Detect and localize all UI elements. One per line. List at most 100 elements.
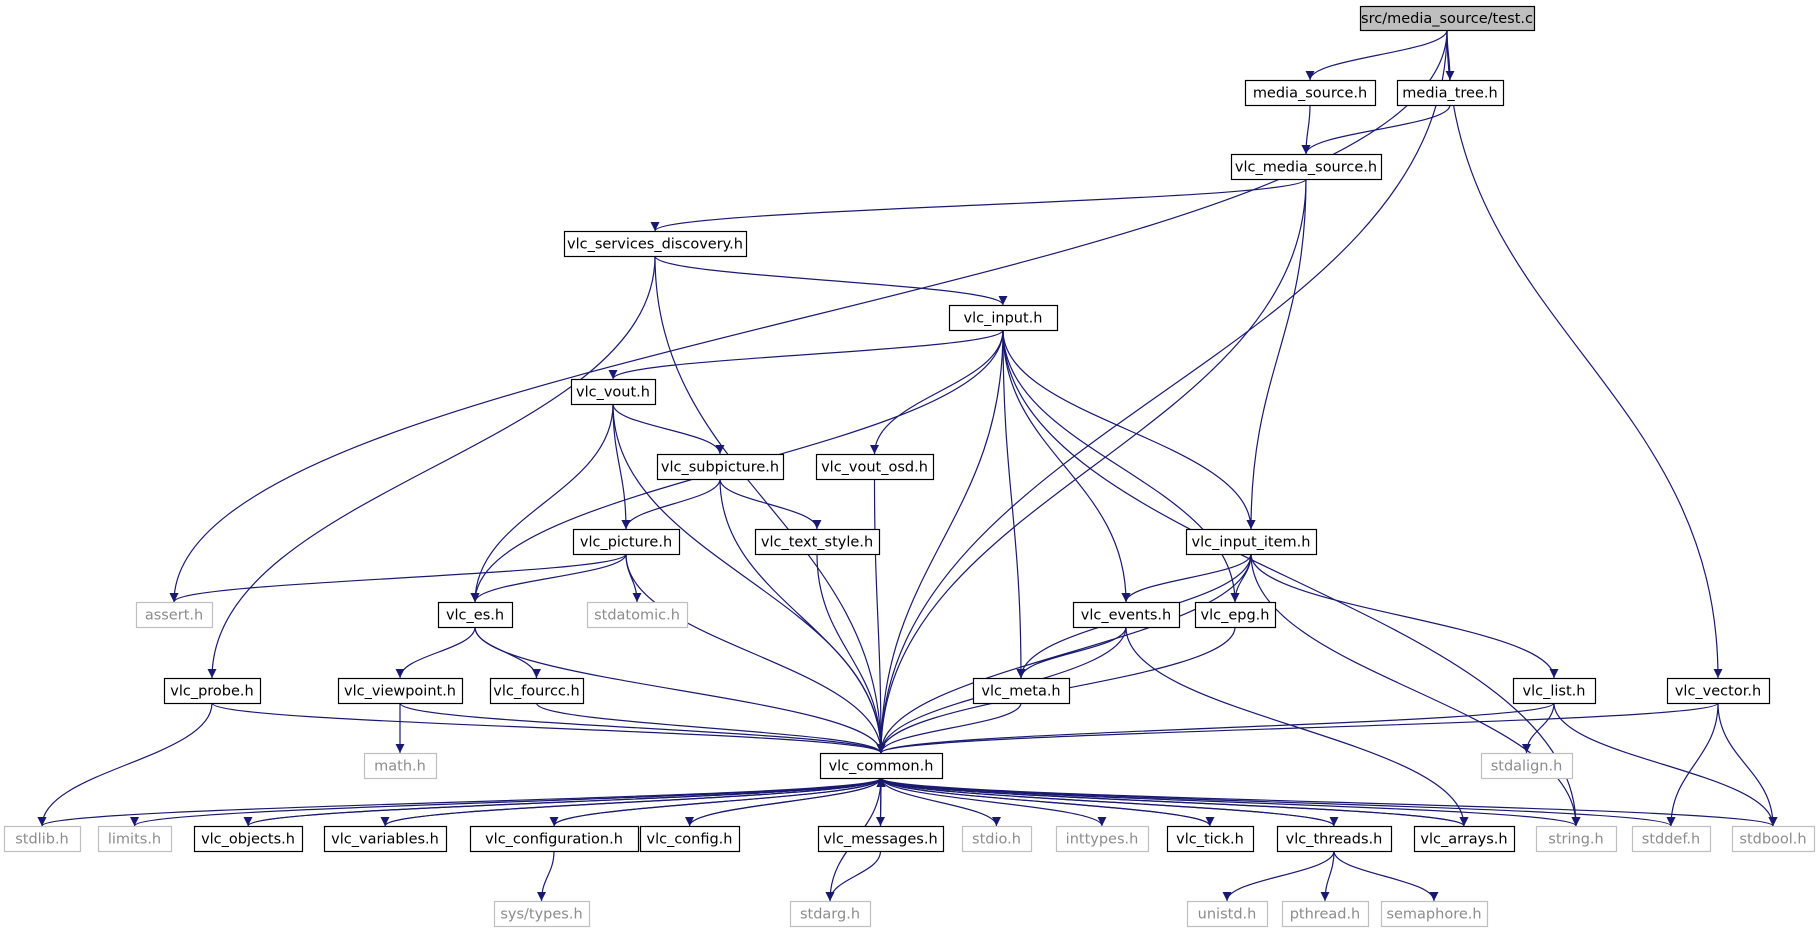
node-label: vlc_text_style.h (761, 535, 873, 551)
node-vlc-media-source-h[interactable]: vlc_media_source.h (1230, 153, 1383, 181)
node-box (437, 601, 514, 629)
node-label: vlc_picture.h (580, 535, 672, 551)
node-box (570, 378, 657, 406)
node-box (493, 900, 591, 928)
edge-vlc_arrays_h-to-vlc_common_h (876, 777, 1465, 827)
edge-vlc_configuration_h-to-vlc_common_h (553, 777, 886, 827)
node-box (363, 752, 438, 780)
edge-vlc_media_source_h-to-vlc_services_discovery_h (650, 178, 1307, 232)
node-label: vlc_vout.h (576, 385, 650, 401)
node-box (489, 677, 585, 705)
edges-layer (37, 29, 1778, 902)
node-vlc-input-h[interactable]: vlc_input.h (948, 304, 1059, 332)
node-label: vlc_subpicture.h (661, 460, 779, 476)
edge-vlc_media_source_h-to-vlc_input_item_h (1246, 178, 1307, 530)
node-label: vlc_es.h (446, 608, 504, 624)
node-label: sys/types.h (500, 907, 582, 923)
edge-vlc_input_h-to-string_h (1002, 329, 1581, 827)
node-label: stdlib.h (15, 832, 69, 848)
node-label: stdio.h (972, 832, 1021, 848)
node-label: pthread.h (1290, 907, 1361, 923)
nodes-layer: src/media_source/test.c media_source.h med… (3, 5, 1816, 928)
node-label: vlc_events.h (1081, 608, 1171, 624)
node-vlc-vout-osd-h[interactable]: vlc_vout_osd.h (815, 453, 935, 481)
node-test-c[interactable]: src/media_source/test.c (1359, 5, 1536, 32)
edge-vlc_input_h-to-vlc_epg_h (1002, 329, 1240, 603)
node-box (572, 528, 681, 556)
edge-vlc_vector_h-to-stdbool_h (1717, 702, 1778, 827)
edge-vlc_input_item_h-to-string_h (1250, 553, 1581, 827)
node-box (1666, 677, 1771, 705)
edge-vlc_list_h-to-stdalign_h (1522, 702, 1555, 754)
node-box (1281, 900, 1370, 928)
node-vlc-tick-h[interactable]: vlc_tick.h (1166, 825, 1255, 853)
node-label: src/media_source/test.c (1361, 11, 1533, 27)
node-unistd-h: unistd.h (1186, 900, 1269, 928)
edge-vlc_probe_h-to-stdlib_h (37, 702, 213, 827)
node-box (1194, 601, 1277, 629)
node-label: stdalign.h (1491, 759, 1563, 775)
node-vlc-messages-h[interactable]: vlc_messages.h (817, 825, 945, 853)
edge-vlc_vout_h-to-vlc_es_h (470, 403, 614, 603)
node-label: inttypes.h (1066, 832, 1139, 848)
node-vlc-variables-h[interactable]: vlc_variables.h (323, 825, 448, 853)
edge-vlc_objects_h-to-vlc_common_h (247, 777, 886, 827)
node-label: vlc_tick.h (1176, 832, 1244, 848)
edge-media_tree_h-to-vlc_media_source_h (1301, 104, 1451, 155)
edge-vlc_events_h-to-vlc_meta_h (1016, 626, 1127, 679)
node-label: stdatomic.h (594, 608, 680, 624)
node-label: vlc_probe.h (170, 684, 253, 700)
node-assert-h: assert.h (135, 601, 214, 629)
node-vlc-text-style-h[interactable]: vlc_text_style.h (754, 528, 881, 556)
node-vlc-viewpoint-h[interactable]: vlc_viewpoint.h (337, 677, 464, 705)
edge-vlc_subpicture_h-to-vlc_common_h (719, 478, 886, 754)
edge-vlc_vout_h-to-vlc_subpicture_h (612, 403, 725, 455)
node-vlc-objects-h[interactable]: vlc_objects.h (193, 825, 304, 853)
node-vlc-threads-h[interactable]: vlc_threads.h (1276, 825, 1393, 853)
node-vlc-config-h[interactable]: vlc_config.h (639, 825, 741, 853)
node-media-tree-h[interactable]: media_tree.h (1396, 79, 1505, 107)
node-vlc-list-h[interactable]: vlc_list.h (1512, 677, 1597, 705)
node-vlc-fourcc-h[interactable]: vlc_fourcc.h (489, 677, 585, 705)
node-box (1535, 825, 1618, 853)
edge-vlc_input_item_h-to-vlc_common_h (876, 553, 1252, 754)
node-label: vlc_list.h (1523, 684, 1586, 700)
node-label: unistd.h (1198, 907, 1257, 923)
edge-test_c-to-vlc_common_h (876, 29, 1448, 754)
edge-test_c-to-media_source_h (1305, 29, 1448, 81)
node-label: media_source.h (1253, 86, 1367, 102)
node-box (1230, 153, 1383, 181)
node-vlc-common-h[interactable]: vlc_common.h (819, 752, 944, 780)
node-box (193, 825, 304, 853)
node-vlc-services-discovery-h[interactable]: vlc_services_discovery.h (563, 230, 748, 258)
node-vlc-subpicture-h[interactable]: vlc_subpicture.h (656, 453, 785, 481)
node-stdatomic-h: stdatomic.h (586, 601, 689, 629)
node-box (1166, 825, 1255, 853)
edge-vlc_events_h-to-vlc_arrays_h (1125, 626, 1469, 827)
node-box (1413, 825, 1516, 853)
node-box (135, 601, 214, 629)
node-vlc-vector-h[interactable]: vlc_vector.h (1666, 677, 1771, 705)
node-label: vlc_objects.h (201, 832, 295, 848)
node-vlc-configuration-h[interactable]: vlc_configuration.h (469, 825, 640, 853)
node-vlc-arrays-h[interactable]: vlc_arrays.h (1413, 825, 1516, 853)
node-media-source-h[interactable]: media_source.h (1244, 79, 1377, 107)
node-vlc-events-h[interactable]: vlc_events.h (1072, 601, 1181, 629)
node-box (337, 677, 464, 705)
edge-vlc_common_h-to-inttypes_h (880, 777, 1107, 827)
node-vlc-es-h[interactable]: vlc_es.h (437, 601, 514, 629)
node-vlc-probe-h[interactable]: vlc_probe.h (163, 677, 262, 705)
edge-vlc_picture_h-to-assert_h (169, 553, 627, 603)
edge-vlc_threads_h-to-vlc_common_h (876, 777, 1335, 827)
node-vlc-input-item-h[interactable]: vlc_input_item.h (1185, 528, 1318, 556)
node-label: limits.h (108, 832, 161, 848)
node-vlc-epg-h[interactable]: vlc_epg.h (1194, 601, 1277, 629)
edge-vlc_input_h-to-vlc_vout_h (608, 329, 1004, 380)
node-vlc-vout-h[interactable]: vlc_vout.h (570, 378, 657, 406)
edge-vlc_input_h-to-vlc_input_item_h (1002, 329, 1256, 530)
node-label: vlc_fourcc.h (493, 684, 579, 700)
node-box (948, 304, 1059, 332)
node-vlc-meta-h[interactable]: vlc_meta.h (972, 677, 1071, 705)
node-vlc-picture-h[interactable]: vlc_picture.h (572, 528, 681, 556)
node-stdalign-h: stdalign.h (1480, 752, 1574, 780)
